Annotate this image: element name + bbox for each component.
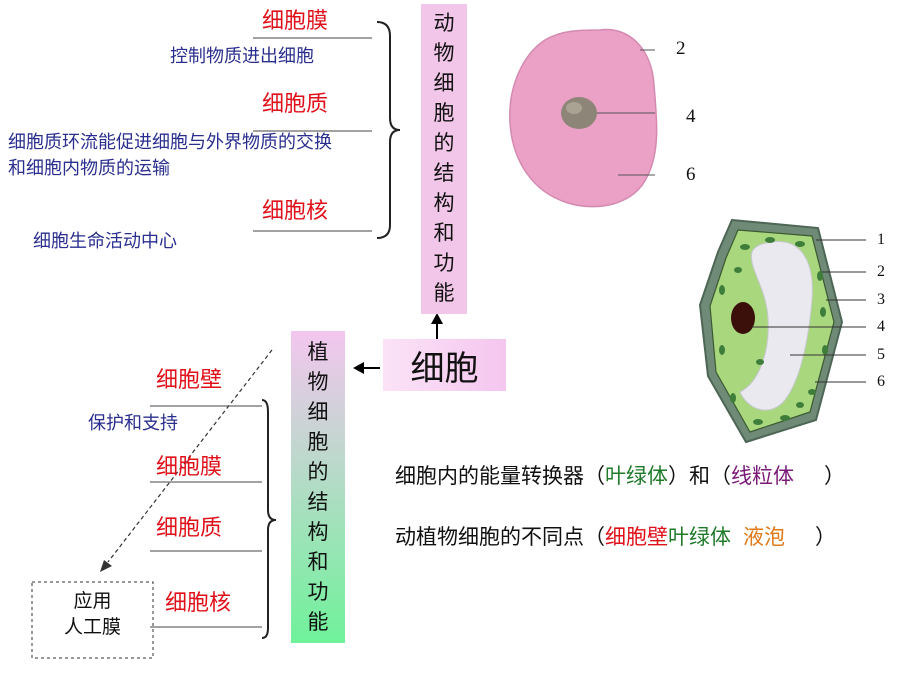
animal-title-char: 细 <box>433 71 455 95</box>
animal-cell-figure <box>509 28 658 208</box>
energy-suffix: ） <box>824 464 845 488</box>
plant-title-char: 能 <box>307 610 329 634</box>
animal-membrane-label: 细胞膜 <box>262 9 329 34</box>
plant-figure-label-4: 4 <box>877 318 885 335</box>
energy-prefix: 细胞内的能量转换器（ <box>395 464 605 488</box>
plant-title-char: 构 <box>307 520 329 544</box>
animal-nucleus-description: 细胞生命活动中心 <box>33 231 177 252</box>
plant-title-char: 的 <box>307 460 329 484</box>
animal-nucleus <box>561 97 597 129</box>
arrow-up-head <box>431 313 443 324</box>
plant-title-char: 胞 <box>307 430 329 454</box>
plant-title-char: 结 <box>307 490 329 514</box>
animal-title-char: 结 <box>433 161 455 185</box>
chloroplasts <box>719 237 828 425</box>
animal-structure-title: 动物细胞的结构和功能 <box>421 4 467 314</box>
plant-cell-figure <box>698 218 866 444</box>
plant-figure-label-2: 2 <box>877 263 885 280</box>
difference-wall: 细胞壁 <box>605 525 668 549</box>
animal-title-char: 的 <box>433 131 455 155</box>
animal-brace <box>376 21 401 239</box>
animal-title-char: 和 <box>433 221 455 245</box>
plant-brace <box>261 399 277 639</box>
plant-figure-label-3: 3 <box>877 291 885 308</box>
dashed-arrow-line <box>107 349 273 563</box>
plant-title-char: 细 <box>307 400 329 424</box>
plant-wall-label: 细胞壁 <box>156 368 223 393</box>
plant-figure-label-6: 6 <box>877 373 885 390</box>
energy-middle: ）和（ <box>668 464 731 488</box>
cell-center-label: 细胞 <box>383 339 506 391</box>
animal-title-char: 能 <box>433 281 455 305</box>
application-line-2: 人工膜 <box>63 616 121 638</box>
dashed-arrow-head <box>100 560 112 572</box>
arrow-left-head <box>353 362 364 374</box>
plant-nucleus-label: 细胞核 <box>165 591 232 616</box>
animal-membrane-description: 控制物质进出细胞 <box>170 46 314 67</box>
difference-chloroplast: 叶绿体 <box>668 525 731 549</box>
application-box-text: 应用 人工膜 <box>32 588 153 640</box>
energy-mitochondria: 线粒体 <box>731 464 794 488</box>
plant-figure-label-5: 5 <box>877 346 885 363</box>
plant-nucleus <box>731 302 755 334</box>
animal-title-char: 功 <box>433 251 455 275</box>
plant-membrane-label: 细胞膜 <box>156 455 223 480</box>
animal-cytoplasm-label: 细胞质 <box>262 92 329 117</box>
application-box <box>31 581 154 659</box>
animal-figure-label-6: 6 <box>686 164 696 185</box>
plant-title-char: 功 <box>307 580 329 604</box>
animal-title-char: 构 <box>433 191 455 215</box>
plant-title-char: 植 <box>307 340 329 364</box>
application-line-1: 应用 <box>73 590 112 612</box>
plant-wall-description: 保护和支持 <box>88 413 178 434</box>
difference-vacuole: 液泡 <box>743 525 785 549</box>
plant-figure-label-1: 1 <box>877 231 885 248</box>
animal-title-char: 物 <box>433 41 455 65</box>
energy-chloroplast: 叶绿体 <box>605 464 668 488</box>
plant-vacuole <box>739 241 813 411</box>
plant-title-char: 物 <box>307 370 329 394</box>
plant-title-char: 和 <box>307 550 329 574</box>
animal-nucleus-highlight <box>566 102 582 114</box>
plant-structure-title: 植物细胞的结构和功能 <box>291 331 345 643</box>
animal-title-char: 胞 <box>433 101 455 125</box>
difference-statement: 动植物细胞的不同点（细胞壁叶绿体液泡 ） <box>395 521 836 551</box>
energy-statement: 细胞内的能量转换器（叶绿体）和（线粒体 ） <box>395 460 845 490</box>
plant-cytoplasm-label: 细胞质 <box>156 516 223 541</box>
difference-suffix: ） <box>815 525 836 549</box>
animal-cytoplasm-description: 细胞质环流能促进细胞与外界物质的交换和细胞内物质的运输 <box>8 132 332 179</box>
animal-title-char: 动 <box>433 11 455 35</box>
animal-figure-label-4: 4 <box>686 106 696 127</box>
difference-prefix: 动植物细胞的不同点（ <box>395 525 605 549</box>
animal-figure-label-2: 2 <box>676 38 686 59</box>
animal-nucleus-label: 细胞核 <box>262 199 329 224</box>
